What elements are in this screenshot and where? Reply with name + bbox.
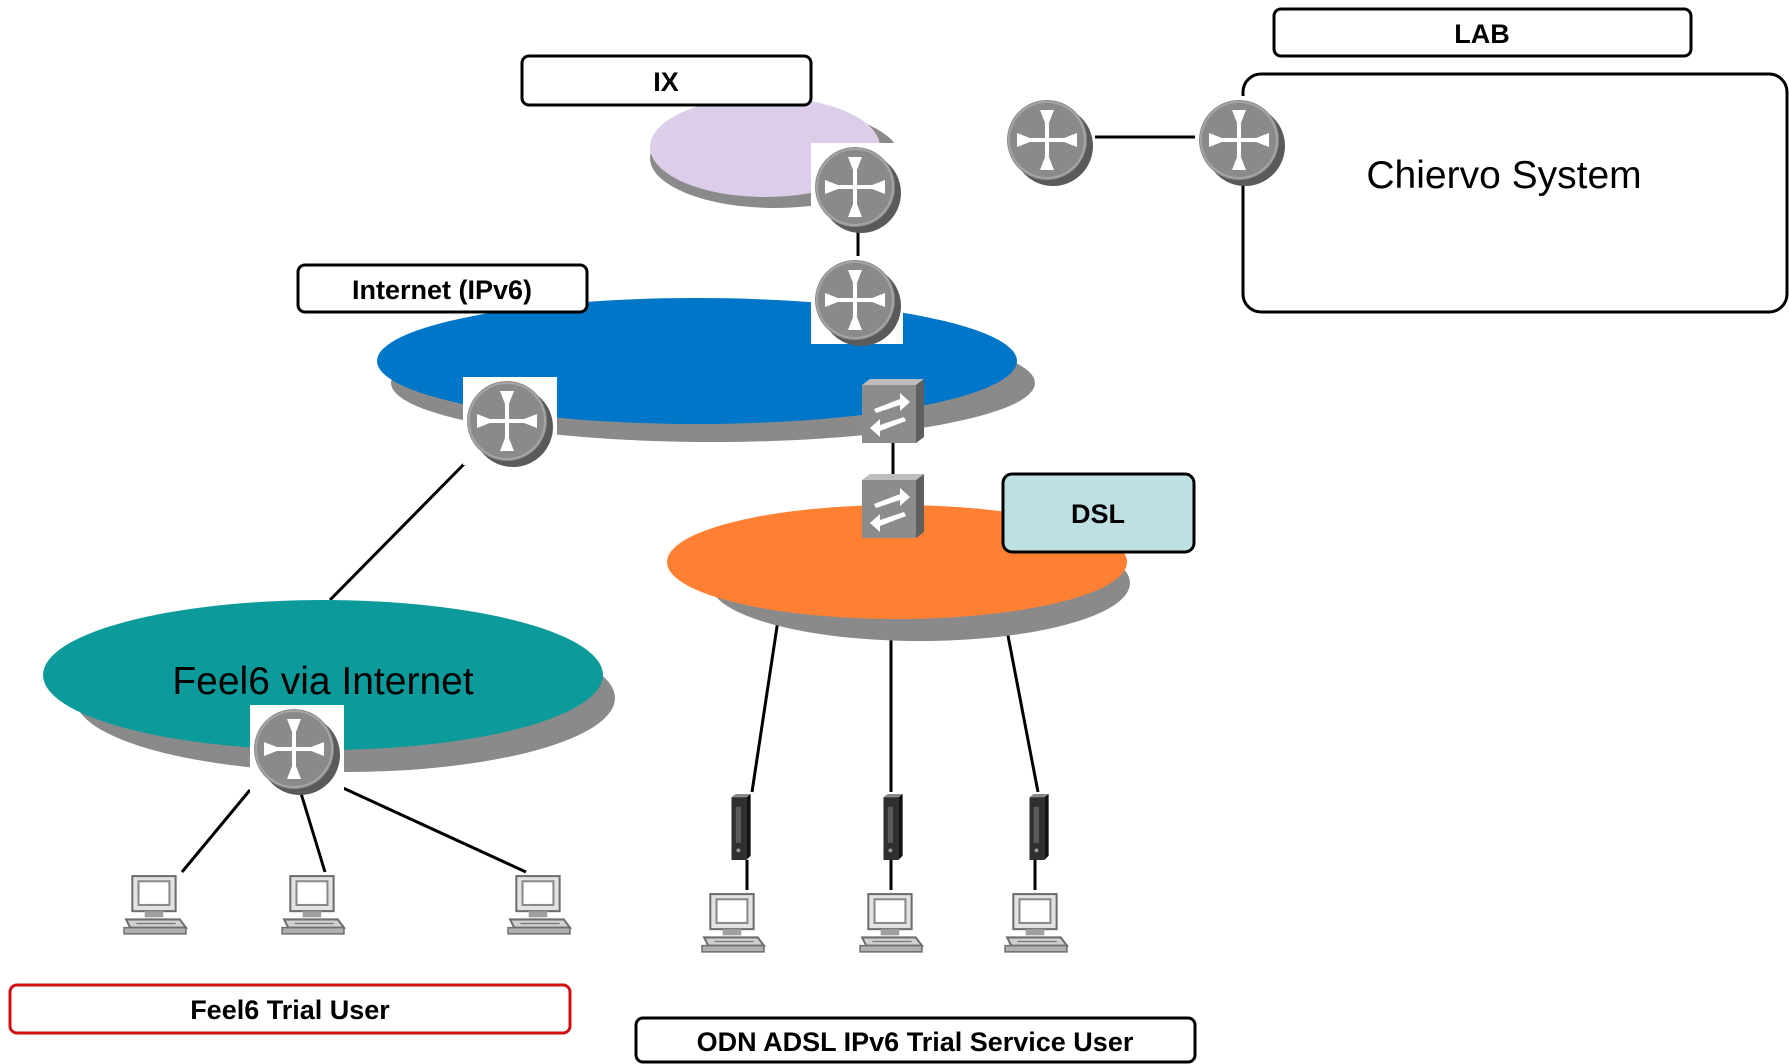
dsl-modem3-link (1003, 619, 1040, 793)
ix-label-box (520, 54, 813, 107)
chiervo-system-label: Chiervo System (1366, 154, 1641, 197)
computer-icon (858, 892, 924, 953)
switch-icon (862, 379, 924, 443)
modem-icon (883, 794, 903, 860)
computer-icon (122, 874, 188, 935)
feel6-pc2-link (298, 789, 327, 873)
feel6-cloud-label: Feel6 via Internet (172, 660, 474, 703)
switch-icon (862, 474, 924, 538)
computer-icon (280, 874, 346, 935)
lab-label: LAB (1454, 19, 1510, 49)
feel6-cloud (43, 600, 615, 772)
internet-label: Internet (IPv6) (352, 275, 532, 305)
computer-icon (700, 892, 766, 953)
dsl-cloud (667, 505, 1130, 641)
computer-icon (1003, 892, 1069, 953)
dsl-label-box (1001, 472, 1196, 554)
dsl-modem1-link (750, 619, 780, 793)
feel6-user-label: Feel6 Trial User (190, 995, 390, 1025)
chiervo-system-box (1241, 72, 1789, 314)
router-icon (811, 143, 903, 234)
lab-label-box (1272, 7, 1693, 58)
router-icon (1195, 96, 1287, 187)
connections (180, 135, 1200, 890)
odn-user-label-box (634, 1016, 1197, 1064)
dsl-label: DSL (1071, 499, 1125, 529)
modem-icon (731, 794, 751, 860)
ix-label: IX (653, 67, 679, 97)
router-icon (1003, 96, 1095, 187)
router-icon (463, 377, 557, 468)
feel6-user-label-box (8, 983, 572, 1035)
odn-user-label: ODN ADSL IPv6 Trial Service User (697, 1027, 1134, 1057)
router-icon (250, 705, 344, 796)
router-icon (811, 256, 903, 347)
feel6-pc1-link (180, 789, 252, 873)
feel6-pc3-link (329, 780, 527, 874)
internet-label-box (296, 263, 589, 314)
modem-icon (1029, 794, 1049, 860)
computer-icon (506, 874, 572, 935)
internet-feel6-link (328, 454, 474, 602)
